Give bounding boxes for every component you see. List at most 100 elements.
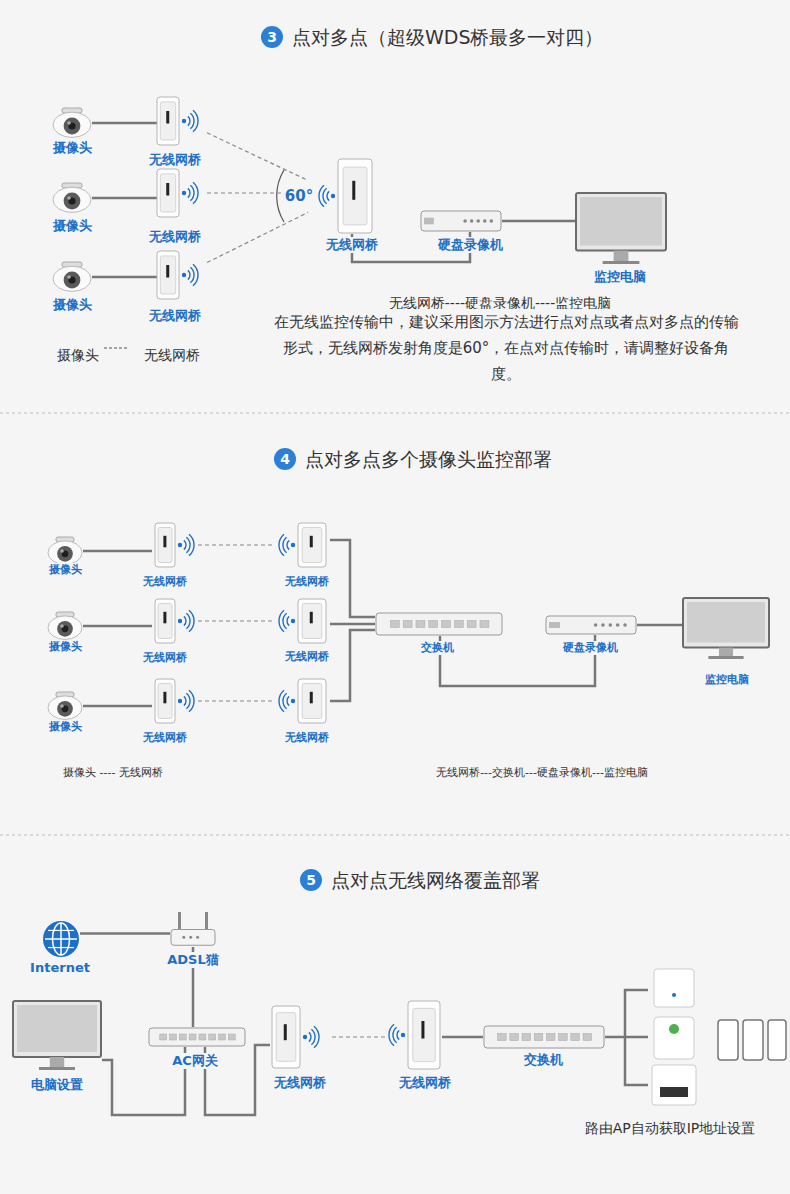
cable <box>605 1036 648 1039</box>
cable <box>502 220 575 223</box>
device-label: 无线网桥 <box>283 731 331 744</box>
cable <box>330 540 375 617</box>
device-label: 无线网桥 <box>141 731 189 744</box>
device-node: ADSL猫 <box>170 912 216 947</box>
device-icon <box>47 537 83 565</box>
phones <box>718 1020 786 1060</box>
text-label: 点对多点多个摄像头监控部署 <box>303 448 554 471</box>
device-node: 无线网桥 <box>152 678 198 724</box>
device-label: 摄像头 <box>47 720 84 733</box>
device-node: 无线网桥 <box>152 522 198 568</box>
device-node: 摄像头 <box>52 183 92 213</box>
cable <box>80 932 170 935</box>
device-label: 无线网桥 <box>141 575 189 588</box>
device-label: Internet <box>28 960 92 976</box>
device-label: 摄像头 <box>51 297 94 313</box>
device-label: 硬盘录像机 <box>561 641 620 654</box>
device-node: 电脑设置 <box>12 1000 102 1070</box>
device-icon <box>386 1000 442 1070</box>
device-label: AC网关 <box>170 1053 220 1069</box>
device-icon <box>157 168 207 218</box>
device-icon <box>152 598 198 644</box>
device-label: 摄像头 <box>47 640 84 653</box>
device-icon <box>274 678 330 724</box>
device-label: 无线网桥 <box>324 237 380 253</box>
text-label: 5 <box>306 872 316 889</box>
device-label: 路由AP自动获取IP地址设置 <box>583 1120 758 1137</box>
device-icon <box>148 1027 246 1047</box>
device-node: 无线网桥 <box>274 678 330 724</box>
device-node: 无线网桥 <box>157 250 207 300</box>
device-icon <box>483 1025 605 1049</box>
wireless-link <box>332 1036 386 1037</box>
device-icon <box>157 96 207 146</box>
device-node: Internet <box>42 920 80 958</box>
device-icon <box>545 615 637 635</box>
text-label: 摄像头 <box>55 347 101 364</box>
device-icon <box>375 612 503 636</box>
device-label: 无线网桥 <box>283 650 331 663</box>
cable <box>83 625 152 628</box>
text-label: 点对多点（超级WDS桥最多一对四） <box>290 26 605 49</box>
device-node: 无线网桥 <box>152 598 198 644</box>
device-icon <box>52 183 92 213</box>
device-icon <box>682 597 770 659</box>
device-icon <box>308 158 374 234</box>
cable <box>330 623 375 626</box>
device-label: 无线网桥 <box>272 1075 328 1091</box>
number-badge <box>300 869 322 891</box>
device-label: 无线网桥 <box>397 1075 453 1091</box>
device-icon <box>274 598 330 644</box>
device-label: 监控电脑 <box>703 673 751 686</box>
number-badge <box>274 448 296 470</box>
device-icon <box>47 612 83 640</box>
text-label: 无线网桥 <box>142 347 202 364</box>
separator <box>0 413 790 414</box>
device-icon <box>157 250 207 300</box>
device-icon <box>648 965 698 1110</box>
ap-wire <box>625 990 648 1037</box>
device-label: 无线网桥 <box>141 651 189 664</box>
cable <box>92 197 157 200</box>
device-node: 摄像头 <box>47 537 83 565</box>
device-node: 硬盘录像机 <box>420 210 502 232</box>
device-node: 无线网桥 <box>308 158 374 234</box>
separator <box>0 835 790 836</box>
device-node: 监控电脑 <box>682 597 770 659</box>
device-icon <box>274 522 330 568</box>
device-label: 电脑设置 <box>29 1077 85 1093</box>
device-icon <box>575 192 667 264</box>
text-label: 60° <box>283 187 315 205</box>
wireless-link <box>198 544 274 545</box>
text-label: 摄像头 ---- 无线网桥 <box>61 766 165 779</box>
device-label: 交换机 <box>522 1052 565 1068</box>
device-icon <box>170 912 216 947</box>
device-label: 无线网桥 <box>147 308 203 324</box>
device-label: ADSL猫 <box>165 952 221 968</box>
device-node: 交换机 <box>483 1025 605 1049</box>
device-icon <box>42 920 80 958</box>
device-node: 无线网桥 <box>157 168 207 218</box>
device-icon <box>47 692 83 720</box>
device-icon <box>52 108 92 138</box>
device-icon <box>52 262 92 292</box>
cable <box>442 1036 483 1039</box>
text-label: 点对点无线网络覆盖部署 <box>329 869 542 892</box>
device-node: 无线网桥 <box>274 522 330 568</box>
wireless-link <box>198 700 274 701</box>
text-label: 3 <box>267 29 277 46</box>
device-node: AC网关 <box>148 1027 246 1047</box>
device-label: 摄像头 <box>51 218 94 234</box>
device-node: 路由AP自动获取IP地址设置 <box>648 965 698 1110</box>
cable <box>83 550 152 553</box>
ap-wire <box>625 1037 648 1085</box>
device-label: 交换机 <box>419 641 456 654</box>
device-label: 无线网桥 <box>147 229 203 245</box>
device-label: 摄像头 <box>51 140 94 156</box>
dash-mark <box>104 348 127 349</box>
device-label: 无线网桥 <box>147 152 203 168</box>
wireless-link <box>207 212 308 262</box>
